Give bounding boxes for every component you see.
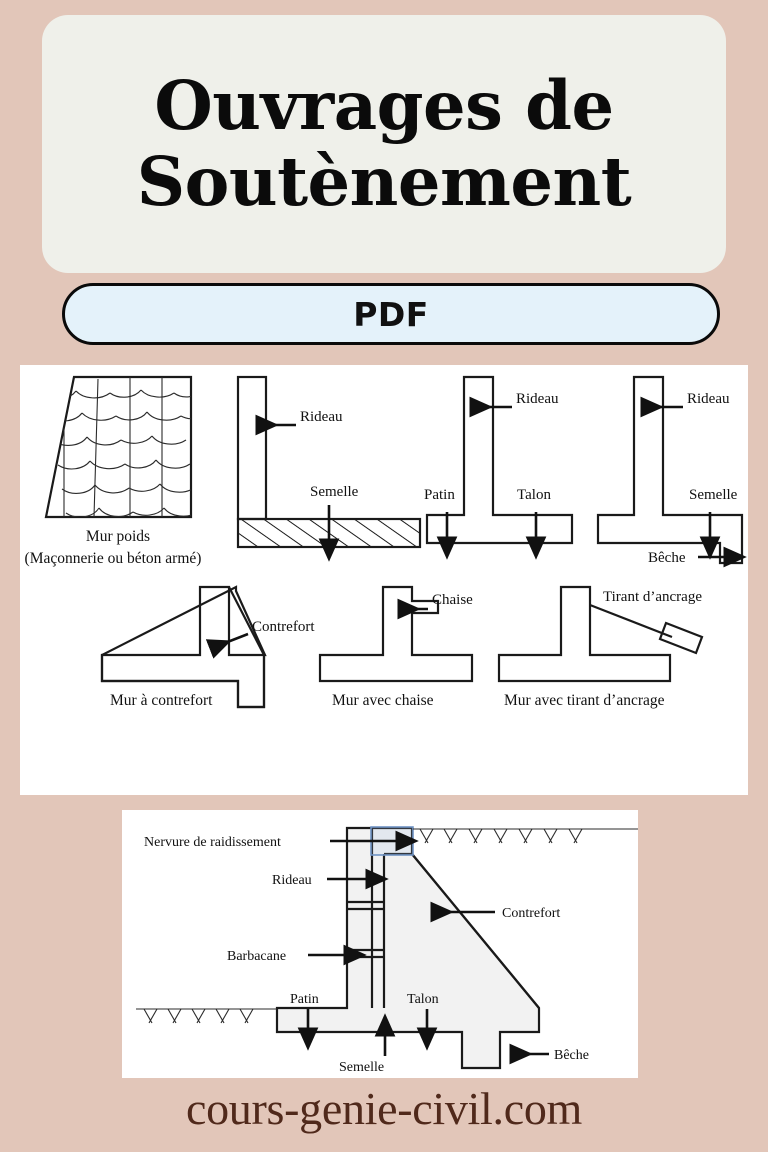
- label-patin-1: Patin: [424, 487, 455, 503]
- diagram-patin-talon: Rideau Patin Talon: [424, 375, 574, 560]
- title-card: Ouvrages de Soutènement: [42, 15, 726, 273]
- wall-types-svg: Mur poids (Maçonnerie ou béton armé) Rid…: [25, 375, 747, 709]
- pdf-button[interactable]: PDF: [62, 283, 720, 345]
- wall-detail-svg: Nervure de raidissement Rideau Barbacane…: [136, 826, 638, 1075]
- label-beche-detail: Bêche: [554, 1048, 589, 1063]
- label-talon-1: Talon: [517, 487, 551, 503]
- label-semelle-detail: Semelle: [339, 1060, 384, 1075]
- diagram-mur-avec-chaise: Chaise Mur avec chaise: [318, 585, 473, 709]
- label-chaise-1: Chaise: [432, 592, 473, 608]
- masonry-hatch: [46, 377, 191, 517]
- label-tirant-1: Tirant d’ancrage: [603, 589, 702, 605]
- ground-hatch-left: [136, 1008, 277, 1024]
- diagram-mur-avec-tirant: Tirant d’ancrage Mur avec tirant d’ancra…: [497, 585, 704, 709]
- label-rideau-1: Rideau: [300, 409, 343, 425]
- site-footer-url: cours-genie-civil.com: [185, 1083, 583, 1134]
- caption-mur-avec-chaise: Mur avec chaise: [332, 692, 434, 709]
- diagram-rideau-semelle: Rideau Semelle: [236, 375, 422, 562]
- label-rideau-3: Rideau: [687, 391, 730, 407]
- wall-section: [275, 826, 541, 1070]
- label-semelle-2: Semelle: [689, 487, 738, 503]
- page-title-line-2: Soutènement: [136, 142, 632, 221]
- ground-hatch-right: [413, 828, 638, 844]
- pdf-button-label: PDF: [353, 294, 429, 334]
- label-rideau-detail: Rideau: [272, 873, 312, 888]
- label-patin-detail: Patin: [290, 992, 319, 1007]
- caption-mur-a-contrefort: Mur à contrefort: [110, 692, 213, 709]
- diagram-mur-poids: Mur poids (Maçonnerie ou béton armé): [25, 375, 202, 567]
- label-nervure: Nervure de raidissement: [144, 835, 281, 850]
- label-beche-1: Bêche: [648, 550, 686, 566]
- page-title-line-1: Ouvrages de: [154, 65, 614, 145]
- label-contrefort-detail: Contrefort: [502, 906, 560, 921]
- label-semelle-1: Semelle: [310, 484, 359, 500]
- caption-mur-avec-tirant: Mur avec tirant d’ancrage: [504, 692, 665, 709]
- detail-annotations: Nervure de raidissement Rideau Barbacane…: [144, 830, 589, 1075]
- caption-mur-poids-sub: (Maçonnerie ou béton armé): [25, 550, 202, 567]
- figure-panel-wall-detail: Nervure de raidissement Rideau Barbacane…: [122, 810, 638, 1078]
- label-rideau-2: Rideau: [516, 391, 559, 407]
- label-contrefort-1: Contrefort: [252, 619, 315, 635]
- label-barbacane: Barbacane: [227, 949, 286, 964]
- diagram-mur-a-contrefort: Contrefort Mur à contrefort: [100, 585, 315, 709]
- diagram-mur-avec-beche: Rideau Semelle Bêche: [596, 375, 747, 568]
- label-talon-detail: Talon: [407, 992, 439, 1007]
- caption-mur-poids: Mur poids: [86, 528, 150, 545]
- figure-panel-wall-types: Mur poids (Maçonnerie ou béton armé) Rid…: [20, 365, 748, 795]
